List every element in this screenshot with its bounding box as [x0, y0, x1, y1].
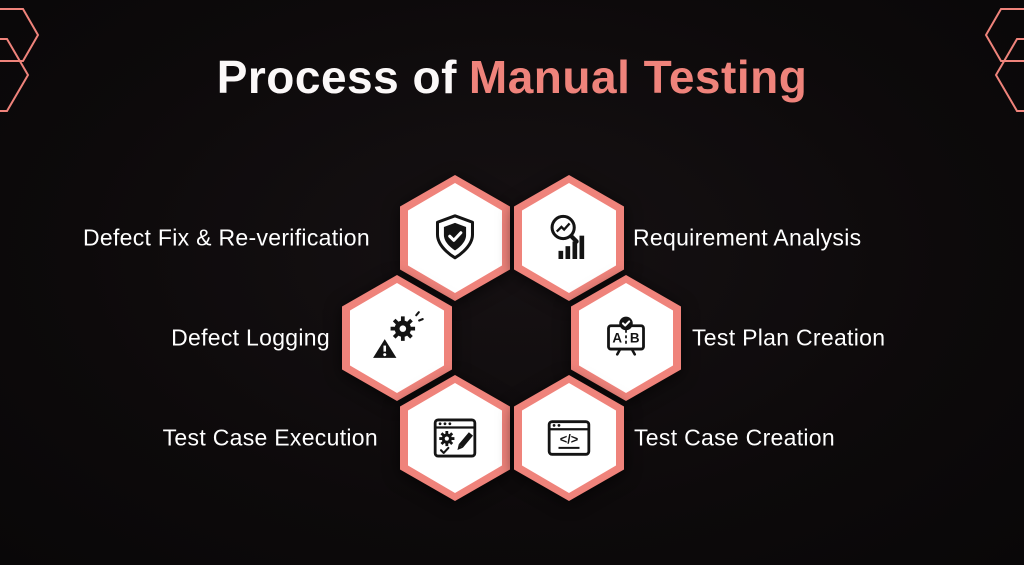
title-highlight: Manual Testing — [468, 51, 808, 103]
shield-check-icon — [435, 214, 475, 260]
step-hex-test-case-creation: </> — [514, 375, 624, 501]
corner-hexagon-decoration-left — [0, 8, 40, 112]
step-hex-defect-logging — [342, 275, 452, 401]
gear-warning-icon — [373, 311, 424, 358]
ab-test-check-icon: A B — [607, 316, 645, 356]
step-label-defect-logging: Defect Logging — [171, 324, 330, 351]
hex-face: </> — [522, 383, 616, 493]
hex-face — [350, 283, 444, 393]
corner-hexagon-decoration-right — [984, 8, 1024, 112]
step-hex-test-plan-creation: A B — [571, 275, 681, 401]
step-label-defect-fix-re-verification: Defect Fix & Re-verification — [82, 224, 370, 251]
hex-face: A B — [579, 283, 673, 393]
hex-face — [408, 383, 502, 493]
step-label-test-plan-creation: Test Plan Creation — [692, 324, 886, 351]
code-window-icon: </> — [547, 420, 591, 456]
window-gear-pencil-icon — [433, 418, 477, 458]
magnifier-growth-chart-icon — [550, 214, 585, 259]
code-glyph: </> — [560, 431, 579, 446]
ab-test-b-glyph: B — [630, 331, 640, 346]
step-label-test-case-execution: Test Case Execution — [162, 424, 378, 451]
step-hex-requirement-analysis — [514, 175, 624, 301]
step-label-requirement-analysis: Requirement Analysis — [633, 224, 862, 251]
step-hex-test-case-execution — [400, 375, 510, 501]
ab-test-a-glyph: A — [612, 331, 622, 346]
step-label-test-case-creation: Test Case Creation — [634, 424, 835, 451]
hex-face — [522, 183, 616, 293]
title-prefix: Process of — [216, 51, 457, 103]
step-hex-defect-fix-re-verification — [400, 175, 510, 301]
